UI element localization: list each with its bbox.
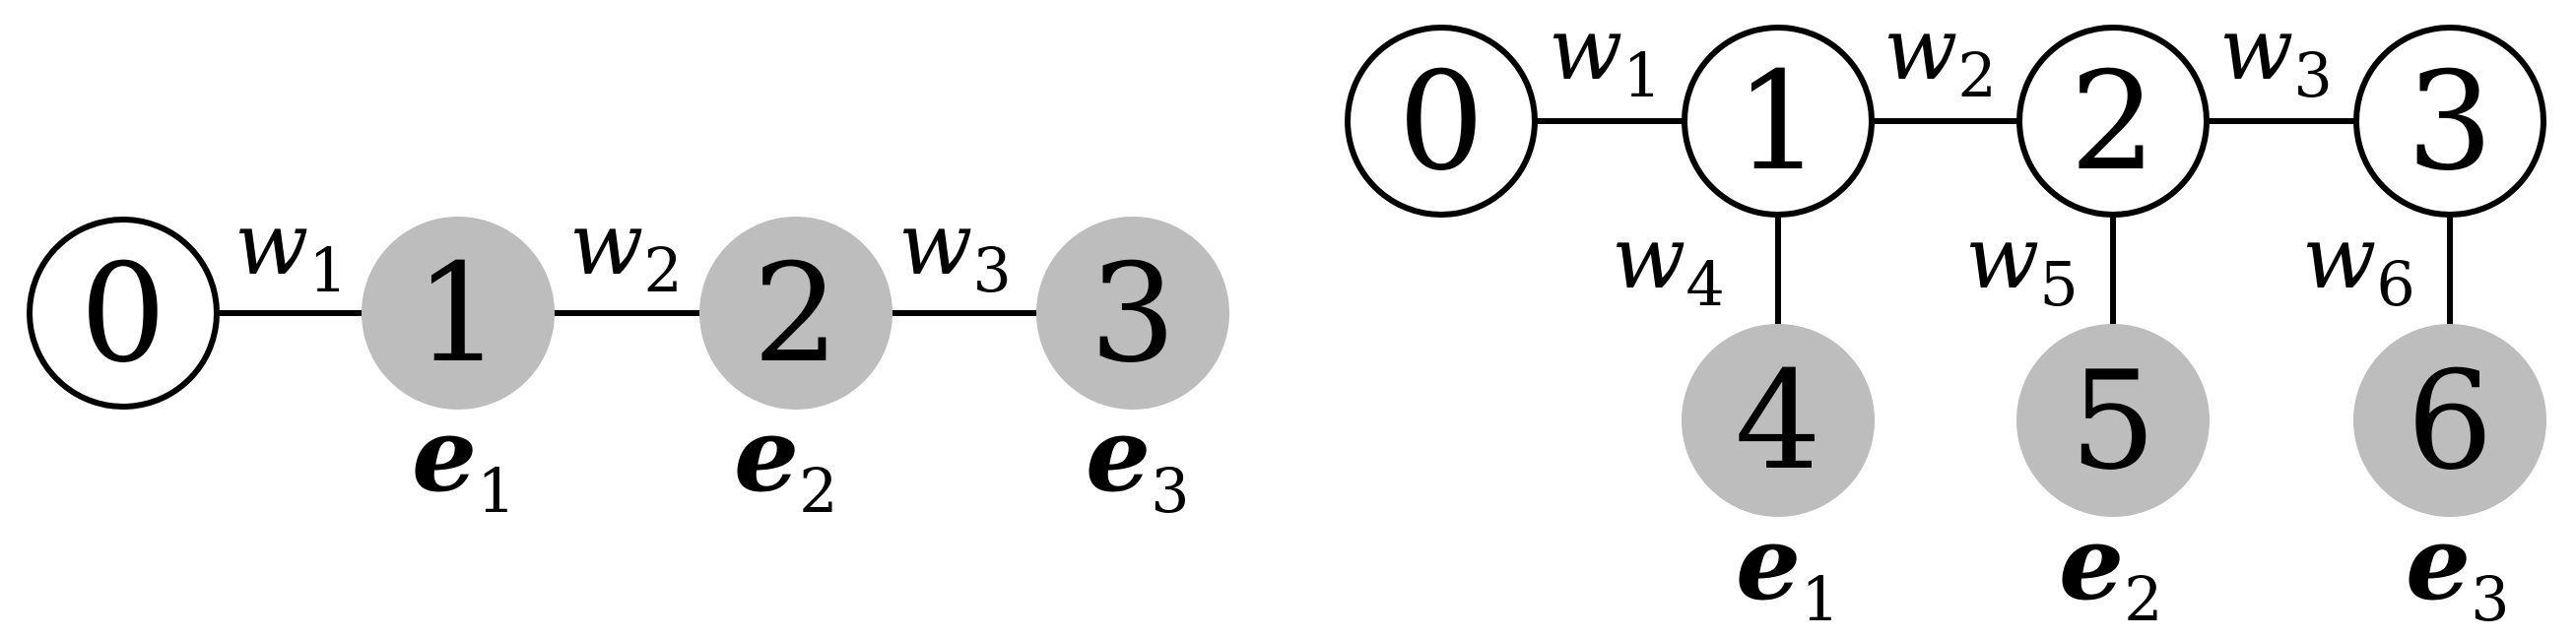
right-e-2-base: e — [2059, 502, 2124, 623]
left-e-2-sub: 2 — [799, 455, 837, 527]
right-node-3-circle — [2353, 25, 2546, 218]
right-node-2-circle — [2016, 25, 2210, 218]
right-node-4-label: 4 — [1735, 342, 1821, 500]
left-weight-label-2: w2 — [569, 193, 683, 306]
right-node-5-circle — [2016, 324, 2210, 517]
left-node-2: 2 — [699, 217, 892, 410]
right-e-label-2: e2 — [2059, 502, 2163, 635]
right-weight-label-5: w5 — [1965, 207, 2079, 320]
right-node-5-label: 5 — [2070, 342, 2156, 500]
left-e-2-base: e — [734, 394, 799, 515]
left-node-1-circle — [362, 217, 555, 410]
right-node-0-label: 0 — [1398, 42, 1485, 201]
left-weight-2-base: w — [569, 193, 643, 294]
right-node-0: 0 — [1345, 25, 1538, 218]
left-e-1-base: e — [412, 394, 477, 515]
right-weight-5-base: w — [1965, 207, 2039, 308]
right-node-6: 6 — [2353, 324, 2546, 517]
left-weight-label-1: w1 — [234, 193, 348, 306]
right-node-1-circle — [1682, 25, 1875, 218]
right-node-5: 5 — [2016, 324, 2210, 517]
right-weight-label-3: w3 — [2219, 0, 2333, 111]
right-weight-3-sub: 3 — [2293, 39, 2332, 111]
right-weight-1-sub: 1 — [1622, 39, 1661, 111]
left-e-3-base: e — [1086, 394, 1151, 515]
left-e-label-2: e2 — [734, 394, 838, 527]
right-node-0-circle — [1345, 25, 1538, 218]
left-node-0-circle — [27, 217, 220, 410]
right-weight-2-sub: 2 — [1957, 39, 1996, 111]
right-graph: 0 1 2 3 4 5 6 w1 w2 w3 — [1345, 0, 2546, 635]
left-node-2-circle — [699, 217, 892, 410]
right-node-4: 4 — [1682, 324, 1875, 517]
right-node-3: 3 — [2353, 25, 2546, 218]
left-weight-label-3: w3 — [898, 193, 1012, 306]
left-node-3-circle — [1036, 217, 1229, 410]
left-e-label-3: e3 — [1086, 394, 1190, 527]
right-e-2-sub: 2 — [2124, 563, 2162, 635]
right-e-1-base: e — [1736, 502, 1801, 623]
left-weight-3-base: w — [898, 193, 972, 294]
right-weight-3-base: w — [2219, 0, 2293, 99]
left-weight-2-sub: 2 — [643, 234, 682, 306]
left-e-1-sub: 1 — [477, 455, 515, 527]
right-node-3-label: 3 — [2407, 42, 2493, 201]
right-node-2: 2 — [2016, 25, 2210, 218]
right-weight-1-base: w — [1549, 0, 1622, 99]
right-weight-4-base: w — [1612, 207, 1685, 308]
right-node-1-label: 1 — [1735, 42, 1821, 201]
left-node-3: 3 — [1036, 217, 1229, 410]
right-node-1: 1 — [1682, 25, 1875, 218]
right-e-label-3: e3 — [2406, 502, 2510, 635]
right-e-label-1: e1 — [1736, 502, 1840, 635]
left-weight-1-sub: 1 — [308, 234, 347, 306]
right-node-2-label: 2 — [2070, 42, 2156, 201]
left-node-1: 1 — [362, 217, 555, 410]
left-node-0: 0 — [27, 217, 220, 410]
left-weight-1-base: w — [234, 193, 308, 294]
right-weight-5-sub: 5 — [2039, 248, 2078, 320]
right-weight-4-sub: 4 — [1685, 248, 1724, 320]
left-node-2-label: 2 — [753, 234, 839, 393]
left-node-0-label: 0 — [80, 234, 166, 393]
right-weight-6-base: w — [2302, 207, 2376, 308]
left-node-3-label: 3 — [1090, 234, 1176, 393]
right-node-4-circle — [1682, 324, 1875, 517]
left-e-3-sub: 3 — [1151, 455, 1189, 527]
right-e-3-base: e — [2406, 502, 2471, 623]
right-weight-label-1: w1 — [1549, 0, 1662, 111]
right-weight-label-2: w2 — [1883, 0, 1997, 111]
right-node-6-circle — [2353, 324, 2546, 517]
left-weight-3-sub: 3 — [972, 234, 1011, 306]
left-graph: 0 1 2 3 w1 w2 w3 e1 e2 e3 — [27, 193, 1229, 527]
right-node-6-label: 6 — [2407, 342, 2493, 500]
left-e-label-1: e1 — [412, 394, 516, 527]
right-e-1-sub: 1 — [1801, 563, 1839, 635]
left-node-1-label: 1 — [415, 234, 501, 393]
right-weight-6-sub: 6 — [2376, 248, 2414, 320]
right-e-3-sub: 3 — [2471, 563, 2509, 635]
right-weight-label-4: w4 — [1612, 207, 1725, 320]
right-weight-2-base: w — [1883, 0, 1957, 99]
right-weight-label-6: w6 — [2302, 207, 2415, 320]
